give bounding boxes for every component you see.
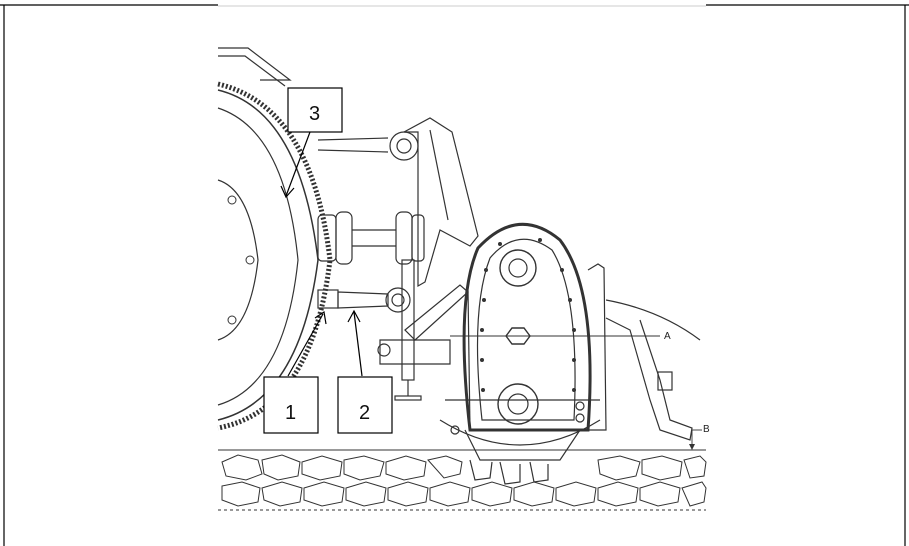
reference-line-a: A bbox=[450, 331, 671, 342]
callout-3-label: 3 bbox=[309, 103, 320, 125]
rear-shield bbox=[605, 299, 701, 441]
tractor-fender bbox=[218, 47, 292, 87]
lower-link-arm bbox=[317, 287, 411, 313]
hitch-frame bbox=[377, 117, 479, 401]
reference-marker-b: B bbox=[689, 424, 710, 450]
ground-surface bbox=[218, 449, 707, 511]
leader-lines bbox=[280, 131, 363, 377]
gearbox-housing bbox=[462, 222, 592, 432]
callout-2: 2 bbox=[337, 376, 393, 434]
page-border bbox=[0, 4, 909, 546]
implement-frame bbox=[439, 263, 607, 461]
callout-1: 1 bbox=[263, 376, 319, 434]
tractor-wheel bbox=[217, 81, 333, 431]
callout-2-label: 2 bbox=[359, 402, 370, 424]
rotor-tines bbox=[469, 459, 549, 485]
pto-shaft bbox=[317, 211, 425, 265]
callout-3: 3 bbox=[287, 87, 343, 133]
callout-1-label: 1 bbox=[285, 402, 296, 424]
top-link bbox=[317, 131, 419, 161]
marker-b-label: B bbox=[703, 424, 710, 435]
marker-a-label: A bbox=[664, 331, 671, 342]
